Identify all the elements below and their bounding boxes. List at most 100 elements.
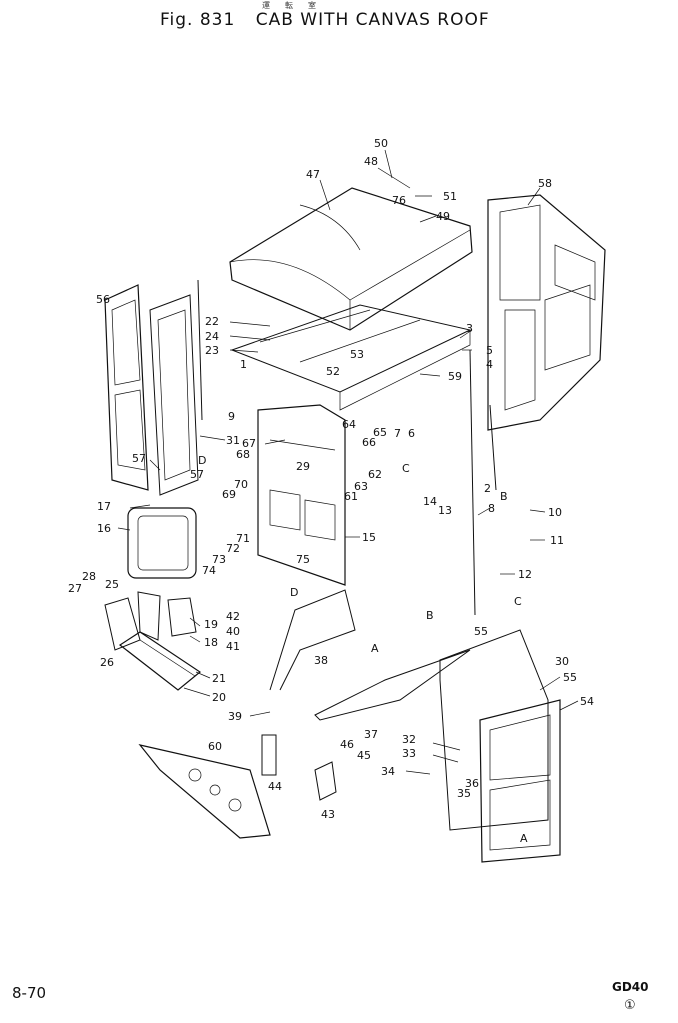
callout-24: 24 — [205, 330, 219, 343]
plate-44 — [261, 734, 277, 776]
callout-67: 67 — [242, 437, 256, 450]
roof-frame — [230, 304, 472, 411]
callout-48: 48 — [364, 155, 378, 168]
label-d-2: D — [290, 586, 298, 599]
callout-25: 25 — [105, 578, 119, 591]
callout-69: 69 — [222, 488, 236, 501]
callout-41: 41 — [226, 640, 240, 653]
label-b-2: B — [426, 609, 434, 622]
label-c-2: C — [514, 595, 522, 608]
callout-44: 44 — [268, 780, 282, 793]
callout-16: 16 — [97, 522, 111, 535]
callout-6: 6 — [408, 427, 415, 440]
window-16 — [127, 507, 197, 579]
japanese-heading: 運転室 — [262, 1, 331, 10]
callout-5: 5 — [486, 344, 493, 357]
callout-47: 47 — [306, 168, 320, 181]
callout-66: 66 — [362, 436, 376, 449]
callout-63: 63 — [354, 480, 368, 493]
callout-17: 17 — [97, 500, 111, 513]
callout-52: 52 — [326, 365, 340, 378]
callout-76: 76 — [392, 194, 406, 207]
callout-40: 40 — [226, 625, 240, 638]
leader-lines — [117, 149, 579, 775]
callout-34: 34 — [381, 765, 395, 778]
right-door — [479, 699, 561, 863]
callout-37: 37 — [364, 728, 378, 741]
callout-64: 64 — [342, 418, 356, 431]
callout-68: 68 — [236, 448, 250, 461]
callout-29: 29 — [296, 460, 310, 473]
callout-57b: 57 — [190, 468, 204, 481]
callout-22: 22 — [205, 315, 219, 328]
callout-11: 11 — [550, 534, 564, 547]
callout-56: 56 — [96, 293, 110, 306]
callout-70: 70 — [234, 478, 248, 491]
callout-4: 4 — [486, 358, 493, 371]
arm-38 — [269, 589, 356, 691]
callout-42: 42 — [226, 610, 240, 623]
callout-19: 19 — [204, 618, 218, 631]
callout-3: 3 — [466, 322, 473, 335]
left-door — [104, 284, 149, 491]
callout-74: 74 — [202, 564, 216, 577]
label-c-1: C — [402, 462, 410, 475]
seal-19 — [167, 597, 197, 637]
callout-31: 31 — [226, 434, 240, 447]
callout-46: 46 — [340, 738, 354, 751]
callout-10: 10 — [548, 506, 562, 519]
callout-54: 54 — [580, 695, 594, 708]
callout-58: 58 — [538, 177, 552, 190]
callout-61: 61 — [344, 490, 358, 503]
callout-65: 65 — [373, 426, 387, 439]
arm-37 — [314, 649, 471, 721]
callout-27: 27 — [68, 582, 82, 595]
callout-18: 18 — [204, 636, 218, 649]
callout-26: 26 — [100, 656, 114, 669]
callout-49: 49 — [436, 210, 450, 223]
figure-caption: CAB WITH CANVAS ROOF — [255, 10, 490, 30]
callout-43: 43 — [321, 808, 335, 821]
door-frame-30 — [439, 629, 549, 831]
callout-2: 2 — [484, 482, 491, 495]
callout-50: 50 — [374, 137, 388, 150]
page-number: 8-70 — [12, 984, 47, 1002]
callout-28: 28 — [82, 570, 96, 583]
label-d-1: D — [198, 454, 206, 467]
pillar-9 — [197, 279, 203, 421]
callout-20: 20 — [212, 691, 226, 704]
callout-23: 23 — [205, 344, 219, 357]
callout-15: 15 — [362, 531, 376, 544]
callout-35: 35 — [457, 787, 471, 800]
callout-57a: 57 — [132, 452, 146, 465]
callout-55a: 55 — [474, 625, 488, 638]
callout-51: 51 — [443, 190, 457, 203]
callout-21: 21 — [212, 672, 226, 685]
model-code: GD40 — [612, 980, 649, 994]
bracket-26 — [104, 597, 141, 651]
label-a-1: A — [371, 642, 379, 655]
figure-title: Fig. 831 CAB WITH CANVAS ROOF — [160, 10, 490, 30]
callout-1: 1 — [240, 358, 247, 371]
callout-59: 59 — [448, 370, 462, 383]
callout-36: 36 — [465, 777, 479, 790]
plate-25 — [137, 591, 161, 641]
callout-72: 72 — [226, 542, 240, 555]
door-frame — [149, 294, 199, 496]
callout-30: 30 — [555, 655, 569, 668]
callout-45: 45 — [357, 749, 371, 762]
callout-12: 12 — [518, 568, 532, 581]
label-a-2: A — [520, 832, 528, 845]
pillar-8 — [469, 349, 476, 616]
callout-55b: 55 — [563, 671, 577, 684]
revision-mark: ① — [624, 998, 636, 1013]
callout-9: 9 — [228, 410, 235, 423]
label-b-1: B — [500, 490, 508, 503]
pillar-2 — [489, 404, 497, 491]
callout-14: 14 — [423, 495, 437, 508]
callout-53: 53 — [350, 348, 364, 361]
roof-canvas — [229, 187, 473, 331]
callout-75: 75 — [296, 553, 310, 566]
callout-7: 7 — [394, 427, 401, 440]
